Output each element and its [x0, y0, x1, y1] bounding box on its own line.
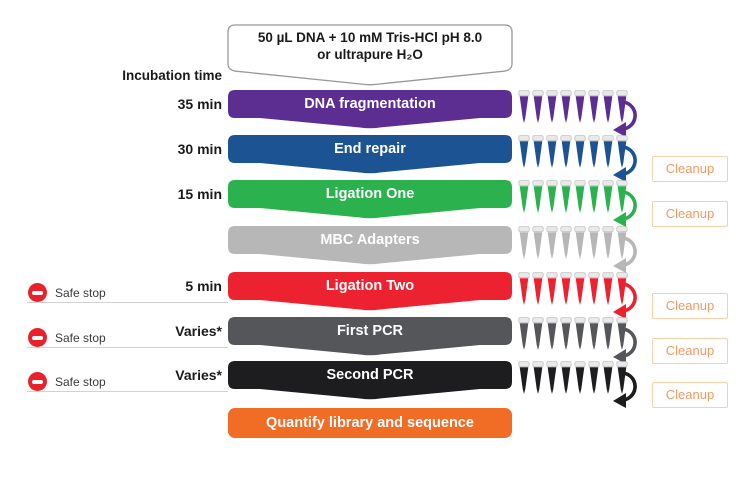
tube-strip — [518, 226, 628, 259]
safe-stop-icon — [28, 283, 47, 302]
step-label: Second PCR — [326, 367, 414, 383]
safe-stop-label: Safe stop — [55, 331, 106, 345]
incubation-time-value: 35 min — [177, 96, 222, 112]
cleanup-box: Cleanup — [652, 201, 728, 227]
input-box-shape — [227, 24, 513, 86]
tube-strip — [518, 361, 628, 394]
step-label: MBC Adapters — [320, 232, 420, 248]
flow-arrow-icon — [613, 282, 637, 319]
step-row-mbc-adapters: MBC Adapters — [0, 226, 752, 273]
input-box-line2: or ultrapure H₂O — [317, 47, 423, 62]
final-step-bar: Quantify library and sequence — [228, 408, 512, 438]
incubation-time-value: 30 min — [177, 141, 222, 157]
cleanup-box: Cleanup — [652, 156, 728, 182]
incubation-time-value: 5 min — [185, 278, 222, 294]
step-bar — [228, 361, 512, 400]
cleanup-box: Cleanup — [652, 338, 728, 364]
step-row-end-repair: 30 min End repair Cleanup — [0, 135, 752, 182]
minus-bar — [32, 336, 43, 340]
safe-stop-divider — [27, 391, 228, 392]
input-box-text: 50 µL DNA + 10 mM Tris-HCl pH 8.0 or ult… — [227, 29, 513, 63]
cleanup-box: Cleanup — [652, 293, 728, 319]
step-label: Ligation Two — [325, 278, 415, 294]
tube-strip — [518, 272, 628, 305]
safe-stop-icon — [28, 372, 47, 391]
incubation-time-header: Incubation time — [122, 68, 222, 83]
step-bar — [228, 226, 512, 265]
tube-strip — [518, 135, 628, 168]
minus-bar — [32, 380, 43, 384]
step-label: End repair — [334, 141, 406, 157]
safe-stop-label: Safe stop — [55, 286, 106, 300]
flow-arrow-icon — [613, 145, 637, 182]
step-row-ligation-one: 15 min Ligation One Cleanup — [0, 180, 752, 227]
flow-arrow-icon — [613, 190, 637, 227]
safe-stop-divider — [27, 347, 228, 348]
safe-stop-icon — [28, 328, 47, 347]
minus-bar — [32, 291, 43, 295]
incubation-time-value: 15 min — [177, 186, 222, 202]
tube-strip — [518, 180, 628, 213]
step-label: DNA fragmentation — [304, 96, 436, 112]
incubation-time-value: Varies* — [175, 367, 222, 383]
step-bar — [228, 90, 512, 129]
step-row-ligation-two: Safe stop 5 min Ligation Two Cleanup — [0, 272, 752, 319]
input-box-line1: 50 µL DNA + 10 mM Tris-HCl pH 8.0 — [257, 30, 483, 45]
safe-stop-divider — [27, 302, 228, 303]
incubation-time-value: Varies* — [175, 323, 222, 339]
step-row-second-pcr: Safe stop Varies* Second PCR Cleanup — [0, 361, 752, 408]
safe-stop-label: Safe stop — [55, 375, 106, 389]
step-row-first-pcr: Safe stop Varies* First PCR Cleanup — [0, 317, 752, 364]
flow-arrow-icon — [613, 371, 637, 408]
step-row-dna-fragmentation: 35 min DNA fragmentation — [0, 90, 752, 137]
step-bar — [228, 180, 512, 219]
flow-arrow-icon — [613, 236, 637, 273]
cleanup-box: Cleanup — [652, 382, 728, 408]
flow-arrow-icon — [613, 327, 637, 364]
step-bar — [228, 135, 512, 174]
step-label: Ligation One — [325, 186, 415, 202]
flow-arrow-icon — [613, 100, 637, 137]
tube-strip — [518, 90, 628, 123]
step-bar — [228, 317, 512, 356]
step-label: First PCR — [336, 323, 404, 339]
tube-strip — [518, 317, 628, 350]
step-bar — [228, 272, 512, 311]
